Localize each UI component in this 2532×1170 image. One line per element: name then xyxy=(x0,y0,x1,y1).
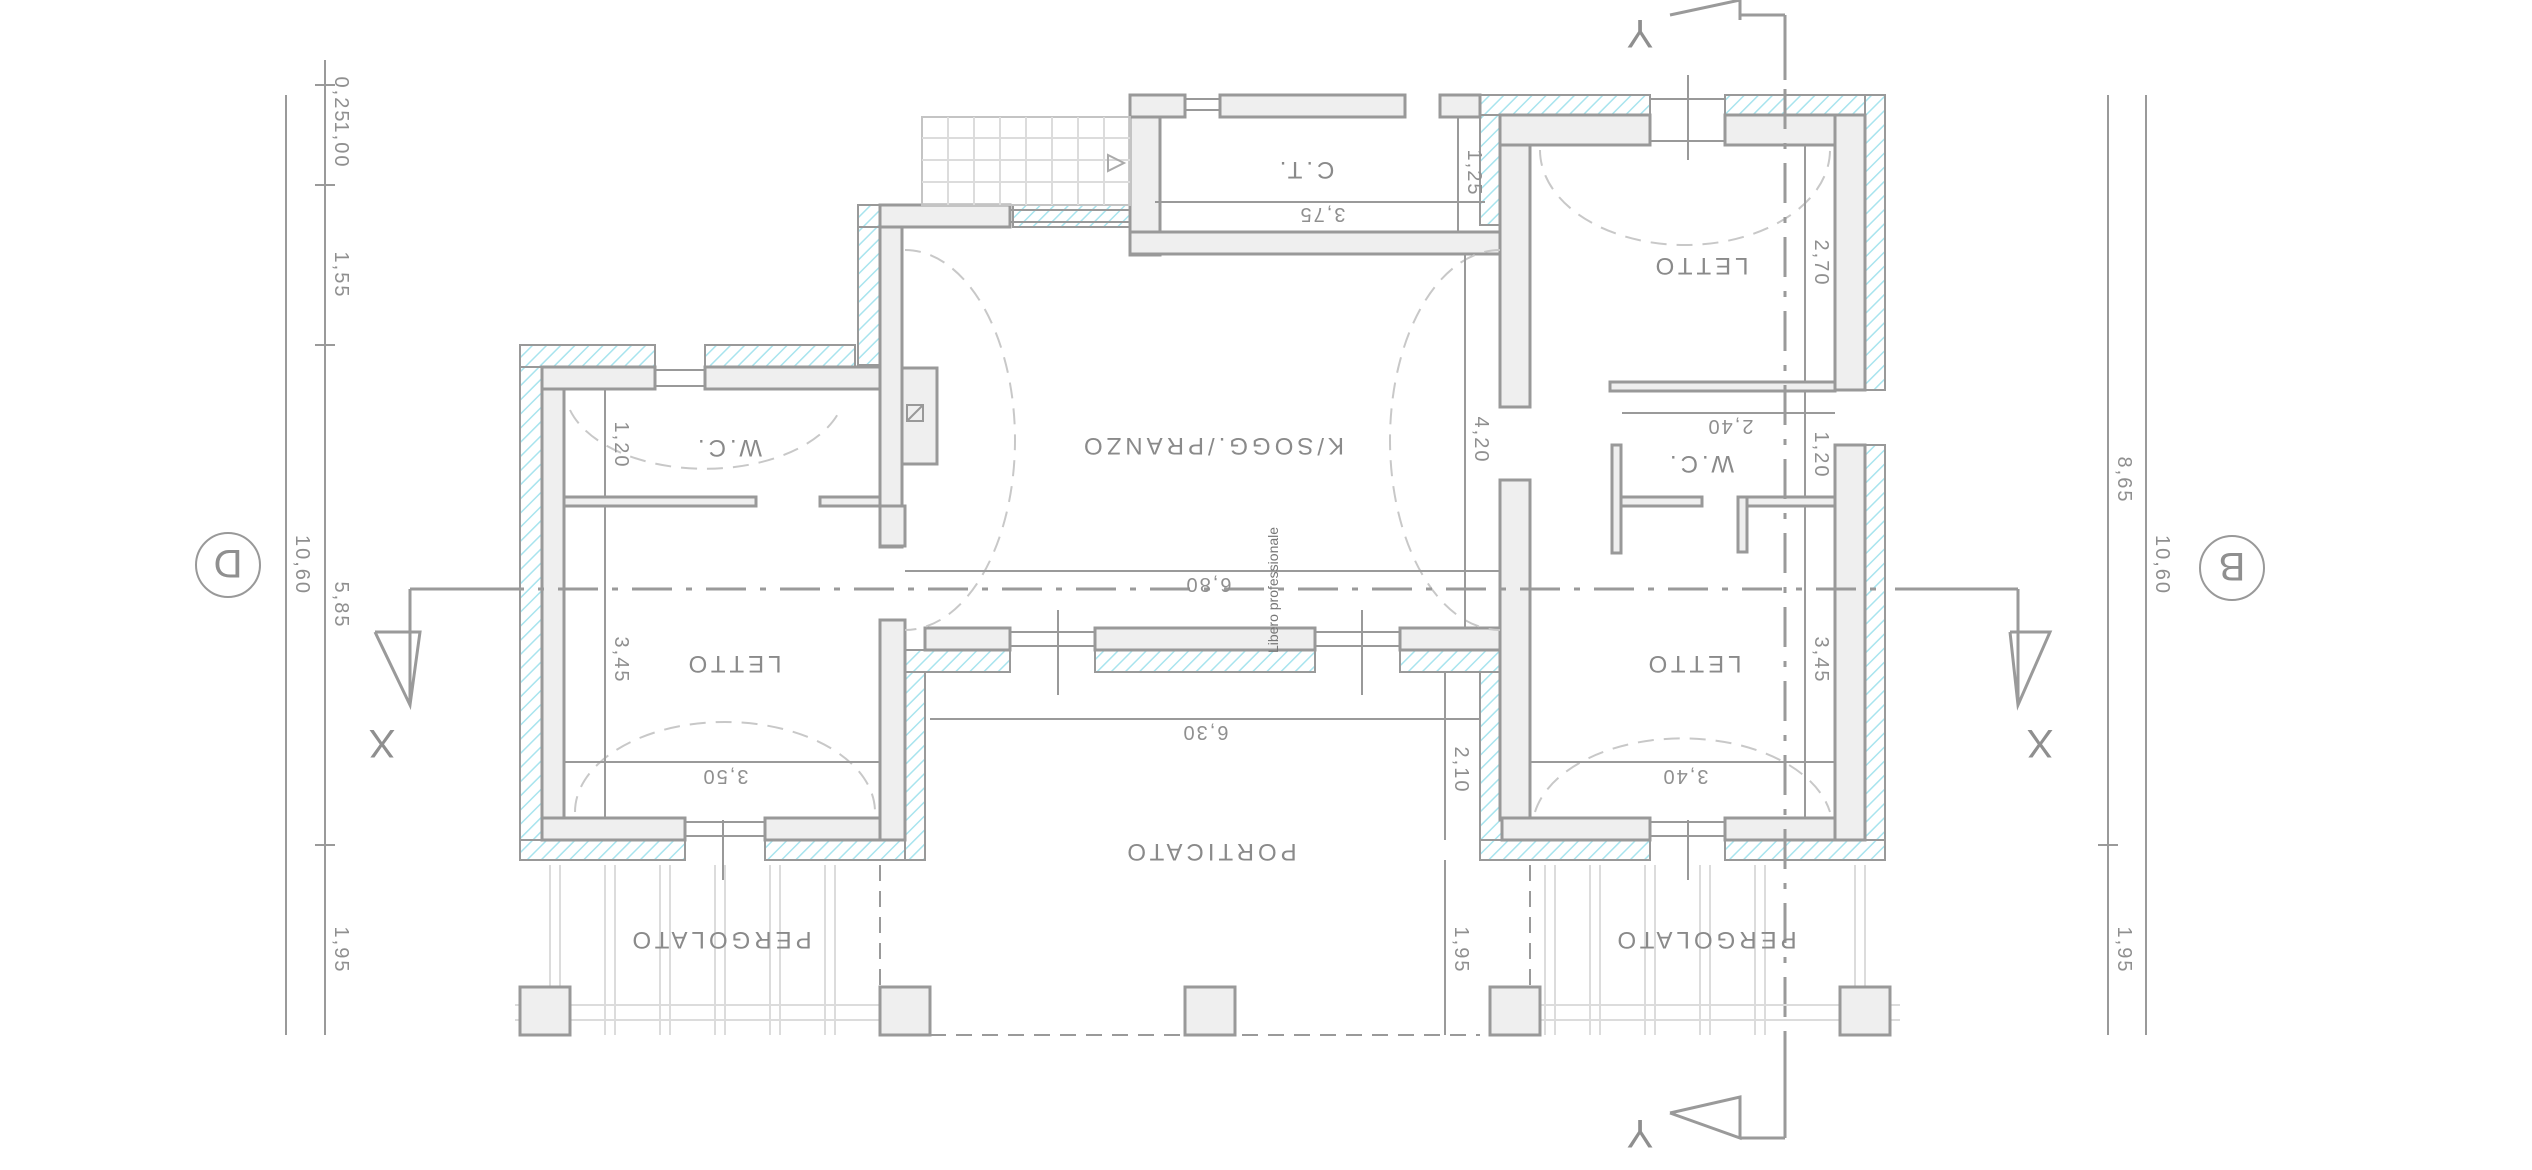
section-labels: X X Y Y D B xyxy=(214,11,2246,1155)
dim-left-total: 10,60 xyxy=(291,535,313,595)
room-label-living: K/SOGG./PRANZO xyxy=(1080,432,1344,459)
walls xyxy=(540,93,1867,842)
dim-letto-ne-height: 2,70 xyxy=(1810,240,1832,287)
section-label-top: Y xyxy=(1627,11,1654,55)
dim-letto-se-width: 3,40 xyxy=(1662,765,1709,787)
dimension-lines xyxy=(285,60,2147,1035)
section-marker-bottom xyxy=(1669,1035,1787,1141)
dimension-labels: 3,75 1,25 2,70 2,40 1,20 1,20 4,20 6,80 … xyxy=(291,77,2173,974)
room-label-letto-ne: LETTO xyxy=(1652,252,1749,279)
dim-letto-sw-height: 3,45 xyxy=(610,637,632,684)
dim-letto-sw-width: 3,50 xyxy=(702,765,749,787)
pergola xyxy=(515,865,1900,1037)
dim-wc-east-width: 2,40 xyxy=(1707,415,1754,437)
dim-wc-east-height: 1,20 xyxy=(1810,432,1832,479)
staircase xyxy=(921,116,1131,206)
room-label-ct: C.T. xyxy=(1276,156,1335,183)
dim-pergolato-depth: 1,95 xyxy=(1450,927,1472,974)
elevation-label-right: B xyxy=(2219,544,2246,588)
section-label-right: X xyxy=(2027,721,2054,765)
dim-ct-height: 1,25 xyxy=(1463,150,1485,197)
room-label-letto-sw: LETTO xyxy=(685,650,782,677)
door-swings xyxy=(569,149,1831,813)
dim-left-chain-5: 1,95 xyxy=(330,927,352,974)
dim-porticato-width: 6,30 xyxy=(1182,721,1229,743)
dim-right-total: 10,60 xyxy=(2151,535,2173,595)
room-label-porticato: PORTICATO xyxy=(1123,838,1296,865)
elevation-label-left: D xyxy=(214,541,243,585)
dim-left-chain-3: 1,55 xyxy=(330,252,352,299)
room-label-pergolato-east: PERGOLATO xyxy=(1613,926,1796,953)
section-lines xyxy=(410,15,1890,1110)
dim-living-width: 6,80 xyxy=(1185,573,1232,595)
room-label-pergolato-west: PERGOLATO xyxy=(628,926,811,953)
dim-living-height: 4,20 xyxy=(1470,417,1492,464)
room-labels: C.T. LETTO W.C. K/SOGG./PRANZO W.C. LETT… xyxy=(628,156,1796,953)
room-label-letto-se: LETTO xyxy=(1645,650,1742,677)
dim-wc-west-height: 1,20 xyxy=(610,422,632,469)
dim-left-chain-2: 1,00 xyxy=(330,122,352,169)
dim-ct-width: 3,75 xyxy=(1299,203,1346,225)
dim-left-chain-4: 5,85 xyxy=(330,582,352,629)
dim-left-chain-1: 0,25 xyxy=(330,77,352,124)
section-marker-top xyxy=(1669,0,1787,80)
dim-letto-se-height: 3,45 xyxy=(1810,637,1832,684)
room-label-wc-east: W.C. xyxy=(1666,450,1734,477)
dim-right-bottom: 1,95 xyxy=(2113,927,2135,974)
dim-porticato-depth: 2,10 xyxy=(1450,747,1472,794)
watermark: Libero professionale xyxy=(1265,527,1281,653)
elevation-circle-right xyxy=(2199,535,2265,601)
room-label-wc-west: W.C. xyxy=(694,434,762,461)
section-label-left: X xyxy=(369,721,396,765)
elevation-circle-left xyxy=(195,532,261,598)
section-marker-left xyxy=(373,587,520,711)
section-marker-right xyxy=(1895,587,2053,711)
dim-right-overall: 8,65 xyxy=(2113,457,2135,504)
openings xyxy=(655,75,1885,880)
section-label-bottom: Y xyxy=(1627,1111,1654,1155)
